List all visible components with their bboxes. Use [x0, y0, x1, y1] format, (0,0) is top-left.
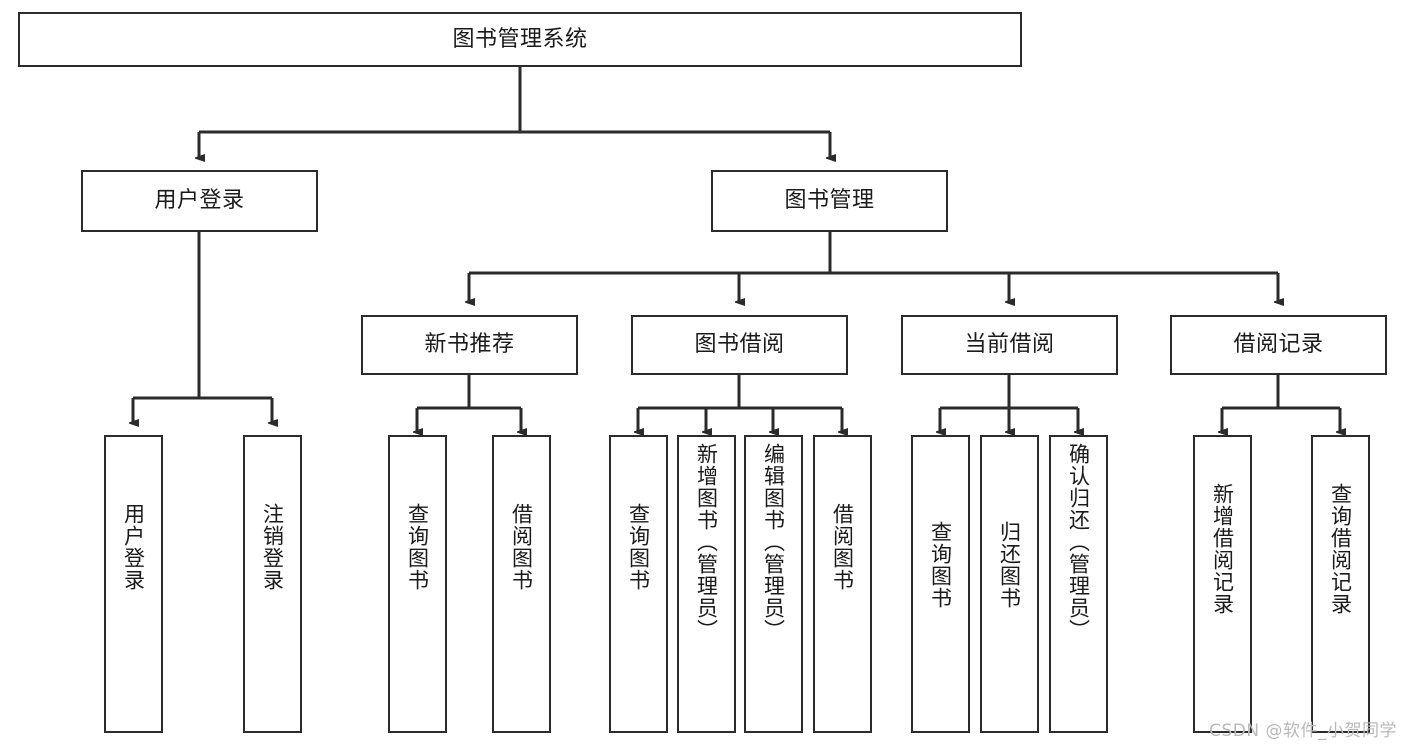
- leaf-add-book-admin[interactable]: 新增图书（管理员）: [677, 435, 736, 733]
- node-label: 新书推荐: [424, 332, 515, 358]
- leaf-query-book-borrow[interactable]: 查询图书: [609, 435, 668, 733]
- node-label: 图书管理: [784, 188, 875, 214]
- node-borrow-record[interactable]: 借阅记录: [1170, 315, 1387, 375]
- node-root-system[interactable]: 图书管理系统: [18, 12, 1022, 67]
- node-label: 新增借阅记录: [1210, 483, 1235, 615]
- node-label: 编辑图书（管理员）: [761, 443, 786, 641]
- csdn-watermark: CSDN @软件_小贺同学: [1209, 721, 1397, 741]
- node-label: 确认归还（管理员）: [1066, 443, 1091, 641]
- node-current-borrow[interactable]: 当前借阅: [901, 315, 1118, 375]
- leaf-edit-book-admin[interactable]: 编辑图书（管理员）: [744, 435, 803, 733]
- node-book-borrow[interactable]: 图书借阅: [631, 315, 848, 375]
- node-label: 查询图书: [626, 503, 651, 591]
- leaf-user-logout[interactable]: 注销登录: [243, 435, 302, 733]
- node-label: 图书管理系统: [452, 26, 588, 52]
- leaf-query-book-recommend[interactable]: 查询图书: [388, 435, 447, 733]
- node-book-management[interactable]: 图书管理: [711, 170, 948, 232]
- node-label: 借阅记录: [1233, 332, 1324, 358]
- node-label: 用户登录: [154, 188, 245, 214]
- node-label: 借阅图书: [830, 503, 855, 591]
- leaf-return-book[interactable]: 归还图书: [980, 435, 1039, 733]
- node-label: 归还图书: [997, 521, 1022, 609]
- node-label: 图书借阅: [694, 332, 785, 358]
- leaf-query-borrow-record[interactable]: 查询借阅记录: [1311, 435, 1370, 733]
- leaf-add-borrow-record[interactable]: 新增借阅记录: [1193, 435, 1252, 733]
- node-user-login[interactable]: 用户登录: [81, 170, 318, 232]
- leaf-user-login[interactable]: 用户登录: [104, 435, 163, 733]
- node-label: 用户登录: [121, 503, 146, 591]
- node-label: 借阅图书: [509, 503, 534, 591]
- node-label: 查询图书: [928, 521, 953, 609]
- node-label: 查询图书: [405, 503, 430, 591]
- leaf-query-book-current[interactable]: 查询图书: [911, 435, 970, 733]
- node-new-book-recommend[interactable]: 新书推荐: [361, 315, 578, 375]
- leaf-borrow-book[interactable]: 借阅图书: [813, 435, 872, 733]
- node-label: 新增图书（管理员）: [694, 443, 719, 641]
- node-label: 注销登录: [260, 503, 285, 591]
- leaf-confirm-return-admin[interactable]: 确认归还（管理员）: [1049, 435, 1108, 733]
- node-label: 当前借阅: [964, 332, 1055, 358]
- leaf-borrow-book-recommend[interactable]: 借阅图书: [492, 435, 551, 733]
- node-label: 查询借阅记录: [1328, 483, 1353, 615]
